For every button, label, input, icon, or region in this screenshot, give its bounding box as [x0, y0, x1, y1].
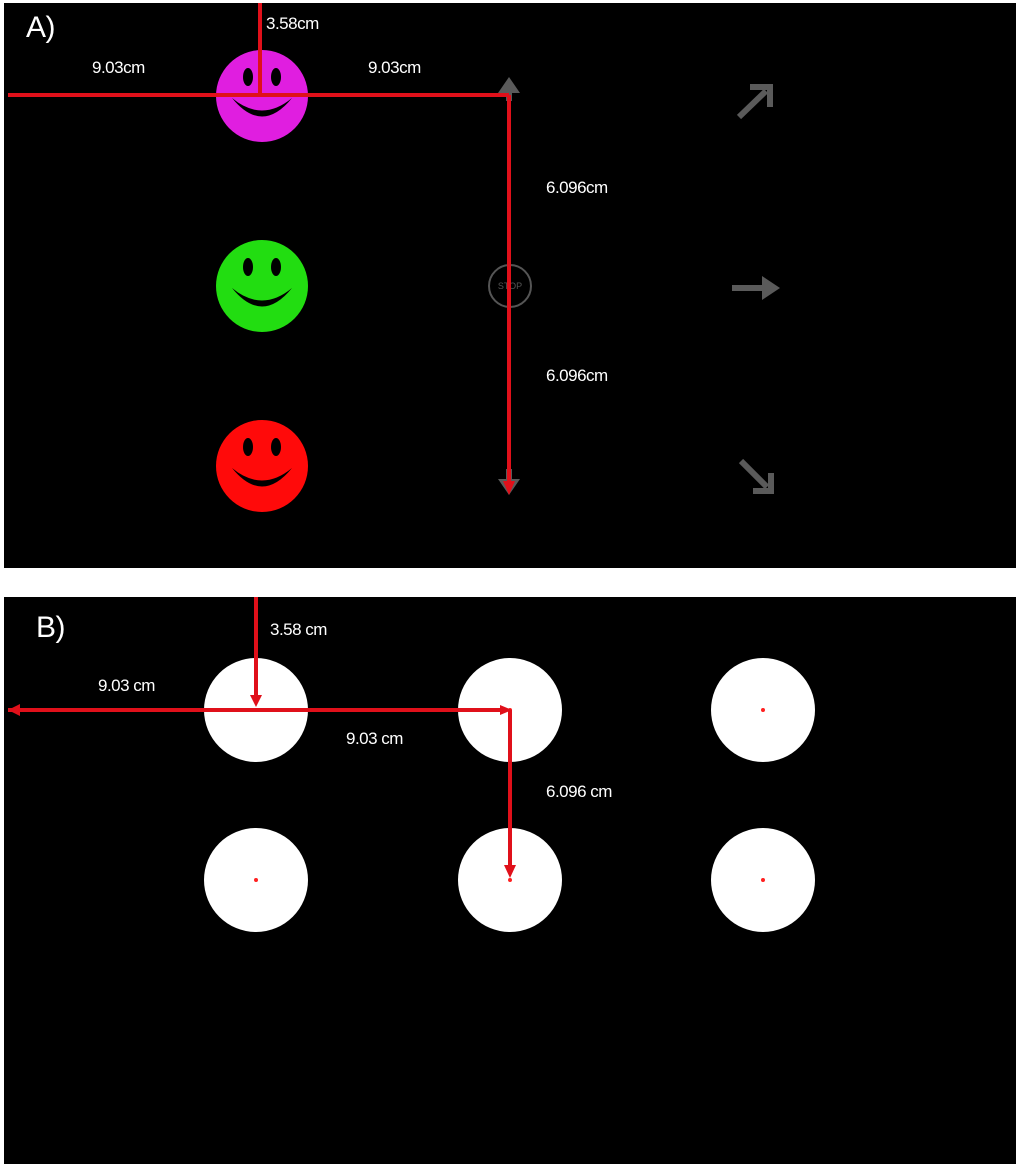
dim-horizontal-spacing: 9.03cm [368, 58, 421, 77]
dim-left-offset: 9.03cm [92, 58, 145, 77]
target-center-dot [254, 878, 258, 882]
measurement-lines [8, 597, 512, 869]
dim-top-offset: 3.58 cm [270, 620, 327, 639]
target-center-dot [761, 878, 765, 882]
measure-arrowhead [8, 704, 20, 716]
dim-left-offset: 9.03 cm [98, 676, 155, 695]
measurement-lines [8, 3, 511, 483]
panel-b: B) 3.58 cm 9.03 cm [4, 597, 1016, 1164]
dim-horizontal-spacing: 9.03 cm [346, 729, 403, 748]
dim-top-offset: 3.58cm [266, 14, 319, 33]
measure-arrowhead [504, 865, 516, 878]
measure-arrowhead [503, 481, 515, 495]
panel-a-label: A) [26, 11, 55, 44]
measure-arrowhead [250, 695, 262, 707]
panel-b-label: B) [36, 611, 65, 644]
panel-b-diagram: B) 3.58 cm 9.03 cm [8, 597, 815, 932]
measure-arrowhead [500, 705, 512, 715]
target-center-dot [761, 708, 765, 712]
panel-a: A) STOP [4, 3, 1016, 568]
panel-a-diagram: A) STOP [8, 3, 780, 512]
arrow-up-right-icon [736, 84, 773, 120]
arrow-down-right-icon [738, 458, 774, 494]
dim-vertical-lower: 6.096cm [546, 366, 608, 385]
dim-vertical-spacing: 6.096 cm [546, 782, 612, 801]
dim-vertical-upper: 6.096cm [546, 178, 608, 197]
target-center-dot [508, 878, 512, 882]
smiley-red-icon [216, 420, 308, 512]
smiley-green-icon [216, 240, 308, 332]
arrow-right-icon [732, 276, 780, 300]
